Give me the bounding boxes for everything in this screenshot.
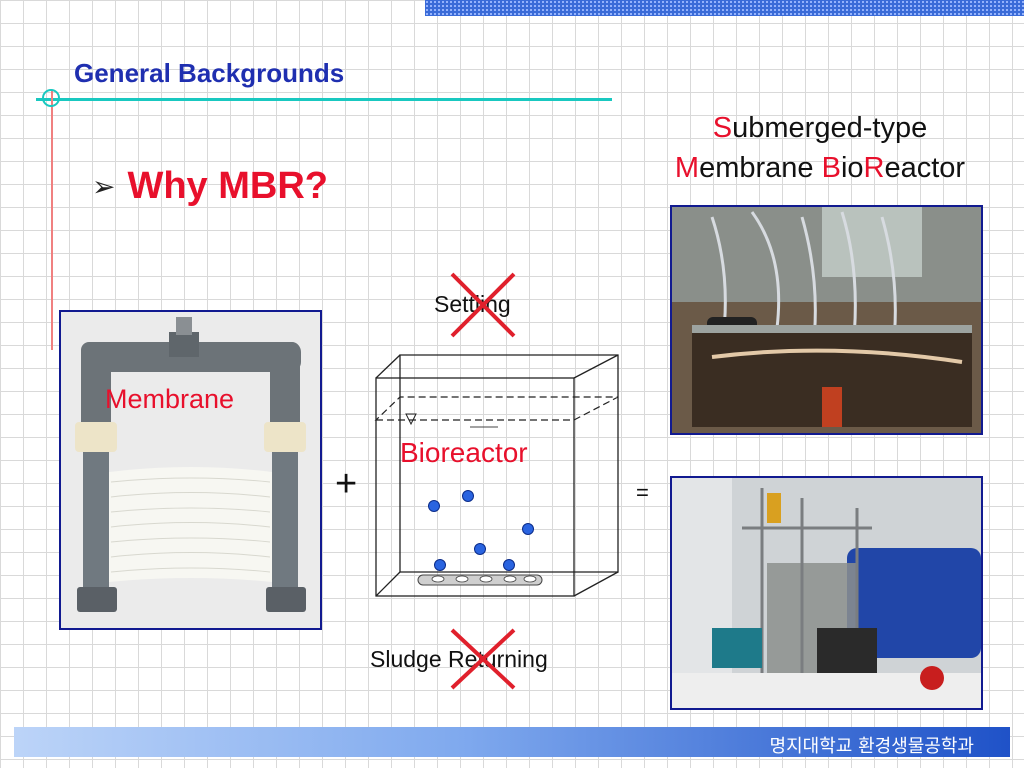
- bioreactor-label: Bioreactor: [400, 437, 528, 469]
- smbr-line2-rest1: embrane: [699, 152, 822, 184]
- red-x-icon: [448, 626, 518, 692]
- plus-sign: +: [335, 463, 357, 506]
- smbr-initial-m: M: [675, 152, 699, 184]
- smbr-heading: Submerged-type Membrane BioReactor: [640, 108, 1000, 188]
- smbr-initial-b: B: [822, 152, 841, 184]
- smbr-initial-s: S: [713, 112, 732, 144]
- top-decorative-bar: [425, 0, 1024, 16]
- red-x-icon: [448, 270, 518, 340]
- smbr-line2-rest2: io: [841, 152, 864, 184]
- smbr-line1-rest: ubmerged-type: [732, 112, 927, 144]
- membrane-label: Membrane: [105, 384, 234, 415]
- lab-setup-photo: [670, 476, 983, 710]
- title-underline: [36, 98, 612, 101]
- arrow-bullet-icon: ➢: [92, 170, 115, 203]
- bullet-item: ➢ Why MBR?: [92, 165, 328, 208]
- bullet-text: Why MBR?: [127, 165, 328, 208]
- submerged-tank-photo: [670, 205, 983, 435]
- title-circle-ornament: [42, 89, 60, 107]
- smbr-heading-line1: Submerged-type: [640, 108, 1000, 148]
- title-vertical-line: [51, 90, 53, 350]
- bioreactor-diagram: [370, 350, 620, 605]
- equals-sign: =: [636, 480, 649, 506]
- smbr-line2-rest3: eactor: [884, 152, 965, 184]
- slide-title: General Backgrounds: [74, 58, 344, 89]
- smbr-initial-r: R: [864, 152, 885, 184]
- membrane-photo: [59, 310, 322, 630]
- footer-institution: 명지대학교 환경생물공학과: [770, 732, 974, 758]
- smbr-heading-line2: Membrane BioReactor: [640, 148, 1000, 188]
